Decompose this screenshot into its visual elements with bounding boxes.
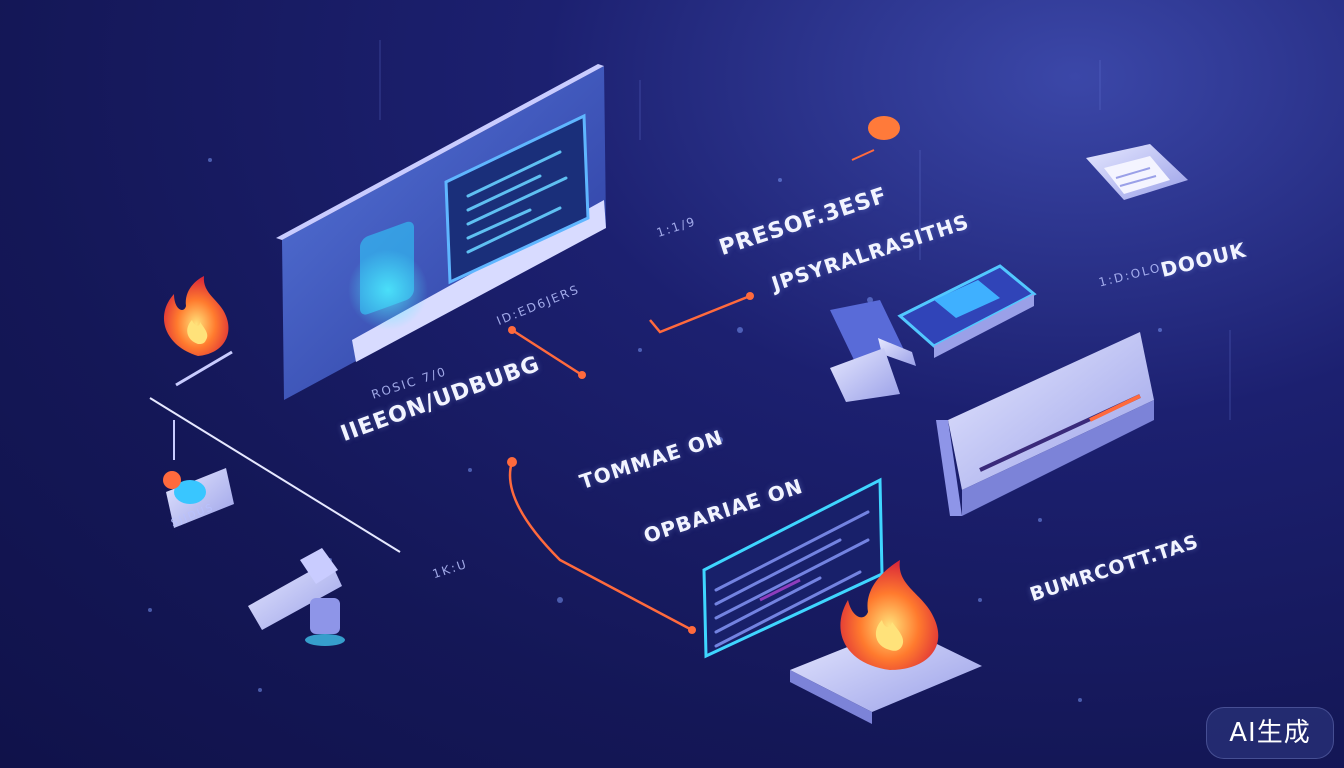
capsule-icon [851,116,900,161]
flame-icon [163,276,229,356]
document-tray [1086,144,1188,200]
connector-lines [149,292,754,634]
crystal-box [897,264,1037,358]
particles [148,158,1162,702]
terminal-panel [702,477,884,659]
light-streaks [379,40,1231,420]
main-monitor-panel [276,64,606,400]
storage-slab [936,332,1154,516]
flame-large-icon [840,560,939,670]
server-unit [830,300,916,402]
flame-platform [790,560,982,724]
ai-generated-badge: AI生成 [1206,707,1334,759]
machine-icon [248,548,345,646]
chip-icon [163,468,234,528]
